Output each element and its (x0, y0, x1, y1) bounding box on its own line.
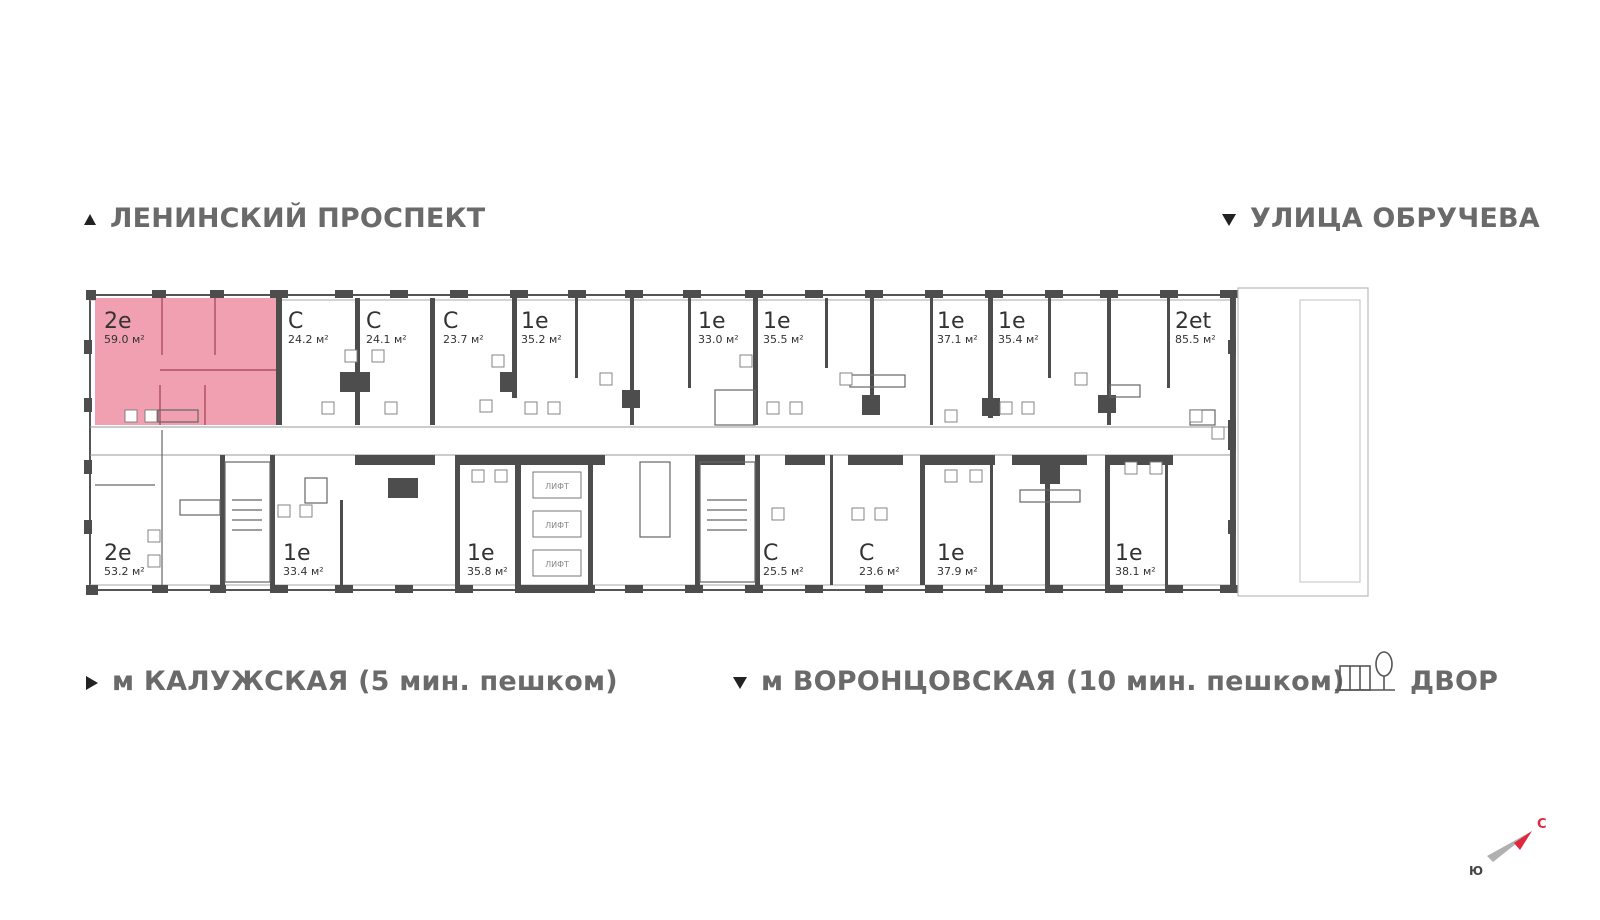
unit-type[interactable]: 1e (521, 309, 549, 334)
unit-area: 37.9 м² (937, 565, 978, 578)
metro-label-vorontsovskaya: м ВОРОНЦОВСКАЯ (10 мин. пешком) (733, 666, 1345, 697)
unit-area: 24.1 м² (366, 333, 407, 346)
street-label-top-right: УЛИЦА ОБРУЧЕВА (1222, 203, 1540, 234)
unit-area: 23.7 м² (443, 333, 484, 346)
fixtures (124, 349, 1225, 568)
unit-area: 24.2 м² (288, 333, 329, 346)
unit-area: 23.6 м² (859, 565, 900, 578)
street-label-top-left: ЛЕНИНСКИЙ ПРОСПЕКТ (84, 203, 485, 234)
unit-area: 37.1 м² (937, 333, 978, 346)
unit-type[interactable]: 2e (104, 541, 132, 566)
triangle-down-icon (1222, 213, 1236, 226)
unit-type[interactable]: 1e (467, 541, 495, 566)
unit-area: 35.4 м² (998, 333, 1039, 346)
unit-type[interactable]: 1e (937, 541, 965, 566)
unit-area: 35.5 м² (763, 333, 804, 346)
triangle-up-icon (84, 214, 96, 225)
unit-area: 59.0 м² (104, 333, 145, 346)
unit-type[interactable]: С (443, 309, 458, 334)
yard-label: ДВОР (1410, 666, 1499, 697)
unit-area: 33.0 м² (698, 333, 739, 346)
yard-icon (1335, 651, 1395, 691)
unit-area: 38.1 м² (1115, 565, 1156, 578)
unit-type[interactable]: 2et (1175, 309, 1212, 334)
unit-area: 25.5 м² (763, 565, 804, 578)
lift-label-1: ЛИФТ (545, 482, 569, 491)
units-top: 2e 59.0 м² С 24.2 м² С 24.1 м² С 23.7 м²… (104, 309, 1216, 346)
unit-area: 35.8 м² (467, 565, 508, 578)
selected-unit-highlight[interactable] (95, 298, 278, 425)
unit-type[interactable]: 2e (104, 309, 132, 334)
unit-area: 33.4 м² (283, 565, 324, 578)
compass-south-label: Ю (1469, 864, 1483, 878)
compass-north-label: С (1537, 817, 1547, 832)
unit-area: 35.2 м² (521, 333, 562, 346)
lift-group: ЛИФТ ЛИФТ ЛИФТ (532, 471, 582, 577)
unit-type[interactable]: 1e (283, 541, 311, 566)
compass-icon: С Ю (1469, 817, 1547, 878)
interior-lines (95, 287, 1369, 597)
unit-type[interactable]: 1e (1115, 541, 1143, 566)
unit-type[interactable]: С (366, 309, 381, 334)
unit-type[interactable]: С (763, 541, 778, 566)
units-bottom: 2e 53.2 м² 1e 33.4 м² 1e 35.8 м² С 25.5 … (104, 541, 1156, 578)
unit-type[interactable]: С (859, 541, 874, 566)
unit-type[interactable]: С (288, 309, 303, 334)
selected-unit-interior (159, 298, 278, 425)
unit-type[interactable]: 1e (763, 309, 791, 334)
unit-type[interactable]: 1e (998, 309, 1026, 334)
metro-label-kaluzhskaya: м КАЛУЖСКАЯ (5 мин. пешком) (86, 666, 618, 697)
lift-label-2: ЛИФТ (545, 521, 569, 530)
unit-area: 53.2 м² (104, 565, 145, 578)
triangle-right-icon (86, 675, 98, 690)
unit-type[interactable]: 1e (937, 309, 965, 334)
lift-label-3: ЛИФТ (545, 560, 569, 569)
unit-area: 85.5 м² (1175, 333, 1216, 346)
triangle-down-icon (733, 676, 747, 689)
walls (84, 290, 1238, 595)
unit-type[interactable]: 1e (698, 309, 726, 334)
